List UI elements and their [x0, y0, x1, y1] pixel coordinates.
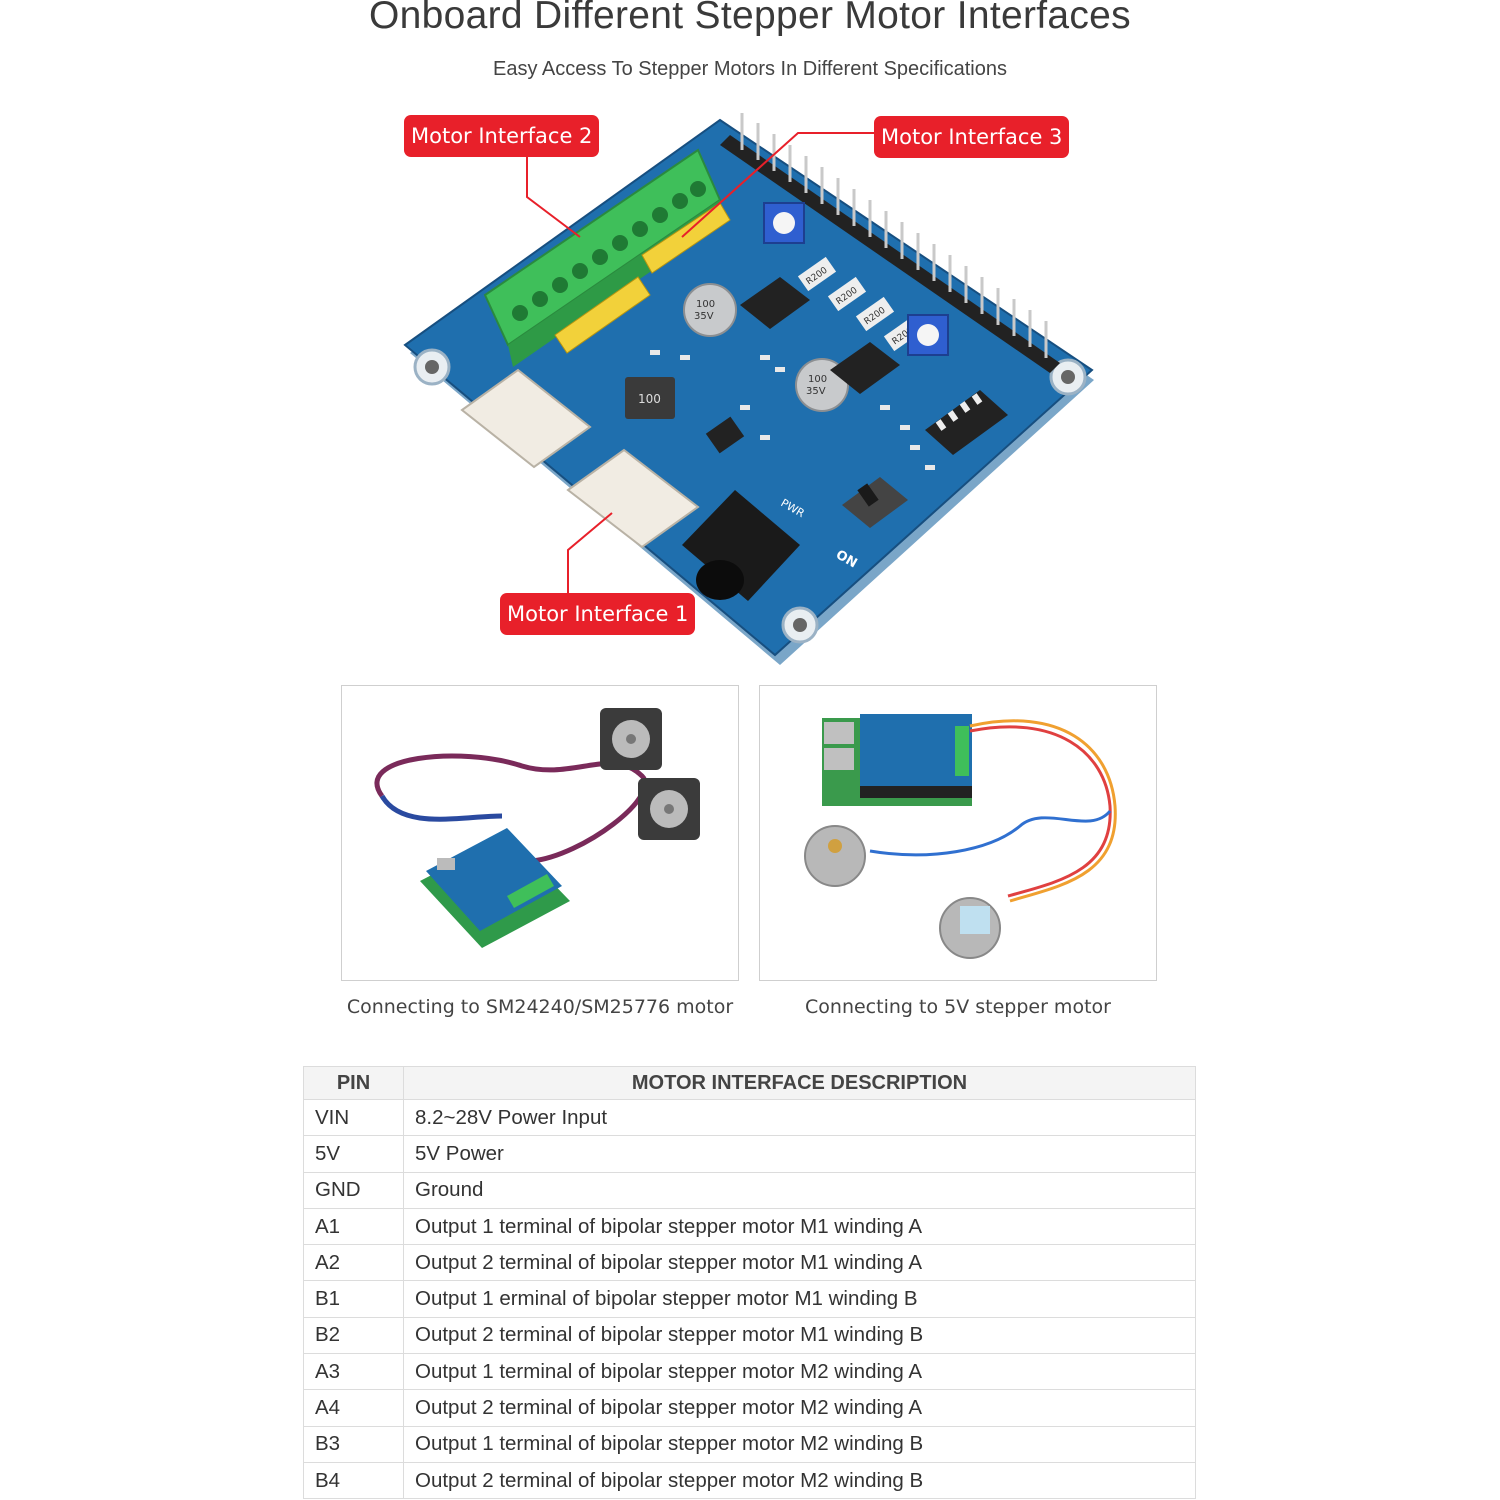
- description-cell: 8.2~28V Power Input: [403, 1098, 1196, 1137]
- gpio-header: [720, 113, 1060, 373]
- pin-cell: A3: [303, 1353, 404, 1391]
- pin-cell: VIN: [303, 1098, 404, 1137]
- svg-text:100: 100: [696, 299, 715, 310]
- page-subtitle: Easy Access To Stepper Motors In Differe…: [493, 58, 1007, 80]
- driver-chip: [830, 342, 900, 394]
- photo-caption-2: Connecting to 5V stepper motor: [805, 996, 1111, 1018]
- photo-5v-stepper-connection: [759, 685, 1157, 981]
- callout-line: [526, 157, 581, 238]
- svg-text:35V: 35V: [694, 311, 714, 322]
- potentiometer: [763, 202, 805, 244]
- pin-cell: B2: [303, 1316, 404, 1355]
- pin-cell: 5V: [303, 1135, 404, 1173]
- potentiometer: [907, 314, 949, 356]
- description-cell: Ground: [403, 1171, 1196, 1209]
- column-header-description: MOTOR INTERFACE DESCRIPTION: [403, 1066, 1196, 1100]
- photo-sm24240-connection: [341, 685, 739, 981]
- pin-cell: A1: [303, 1207, 404, 1246]
- description-cell: Output 2 terminal of bipolar stepper mot…: [403, 1389, 1196, 1427]
- pin-cell: B1: [303, 1280, 404, 1318]
- table-header-row: PIN MOTOR INTERFACE DESCRIPTION: [303, 1066, 1196, 1100]
- driver-chip: [740, 277, 810, 329]
- jst-connectors: [460, 368, 700, 549]
- capacitor: 100 35V: [683, 283, 737, 337]
- pin-cell: GND: [303, 1171, 404, 1209]
- small-chip: [705, 416, 745, 454]
- description-cell: Output 2 terminal of bipolar stepper mot…: [403, 1316, 1196, 1355]
- pin-cell: A4: [303, 1389, 404, 1427]
- description-cell: 5V Power: [403, 1135, 1196, 1173]
- callout-line: [567, 512, 613, 597]
- page-title: Onboard Different Stepper Motor Interfac…: [369, 0, 1131, 37]
- callout-motor-interface-2: Motor Interface 2: [404, 115, 600, 157]
- callout-motor-interface-3: Motor Interface 3: [874, 116, 1070, 158]
- callout-line: [681, 132, 875, 238]
- description-cell: Output 1 terminal of bipolar stepper mot…: [403, 1353, 1196, 1391]
- photo-caption-1: Connecting to SM24240/SM25776 motor: [346, 996, 734, 1018]
- description-cell: Output 1 terminal of bipolar stepper mot…: [403, 1425, 1196, 1463]
- board-stack: [420, 828, 570, 948]
- stepper-motor: [638, 778, 700, 840]
- board-stack: [822, 714, 972, 806]
- callout-motor-interface-1: Motor Interface 1: [500, 593, 696, 635]
- description-cell: Output 2 terminal of bipolar stepper mot…: [403, 1244, 1196, 1282]
- stepper-motor: [804, 825, 866, 887]
- svg-text:100: 100: [808, 374, 827, 385]
- yellow-headers: [554, 202, 731, 354]
- stepper-motor: [600, 708, 662, 770]
- svg-text:35V: 35V: [806, 386, 826, 397]
- pin-cell: B3: [303, 1425, 404, 1463]
- description-cell: Output 1 terminal of bipolar stepper mot…: [403, 1207, 1196, 1246]
- board-illustration: 100 35V 100 35V 100 R200 R200 R200 R200: [403, 113, 1094, 665]
- description-cell: Output 2 terminal of bipolar stepper mot…: [403, 1461, 1196, 1500]
- dip-switch: [925, 390, 1008, 455]
- description-cell: Output 1 erminal of bipolar stepper moto…: [403, 1280, 1196, 1318]
- column-header-pin: PIN: [303, 1066, 404, 1100]
- stepper-motor: [939, 897, 1001, 959]
- svg-text:100: 100: [638, 392, 661, 406]
- pin-cell: B4: [303, 1461, 404, 1500]
- inductor: 100: [625, 377, 675, 419]
- pin-cell: A2: [303, 1244, 404, 1282]
- dc-jack: [682, 490, 800, 601]
